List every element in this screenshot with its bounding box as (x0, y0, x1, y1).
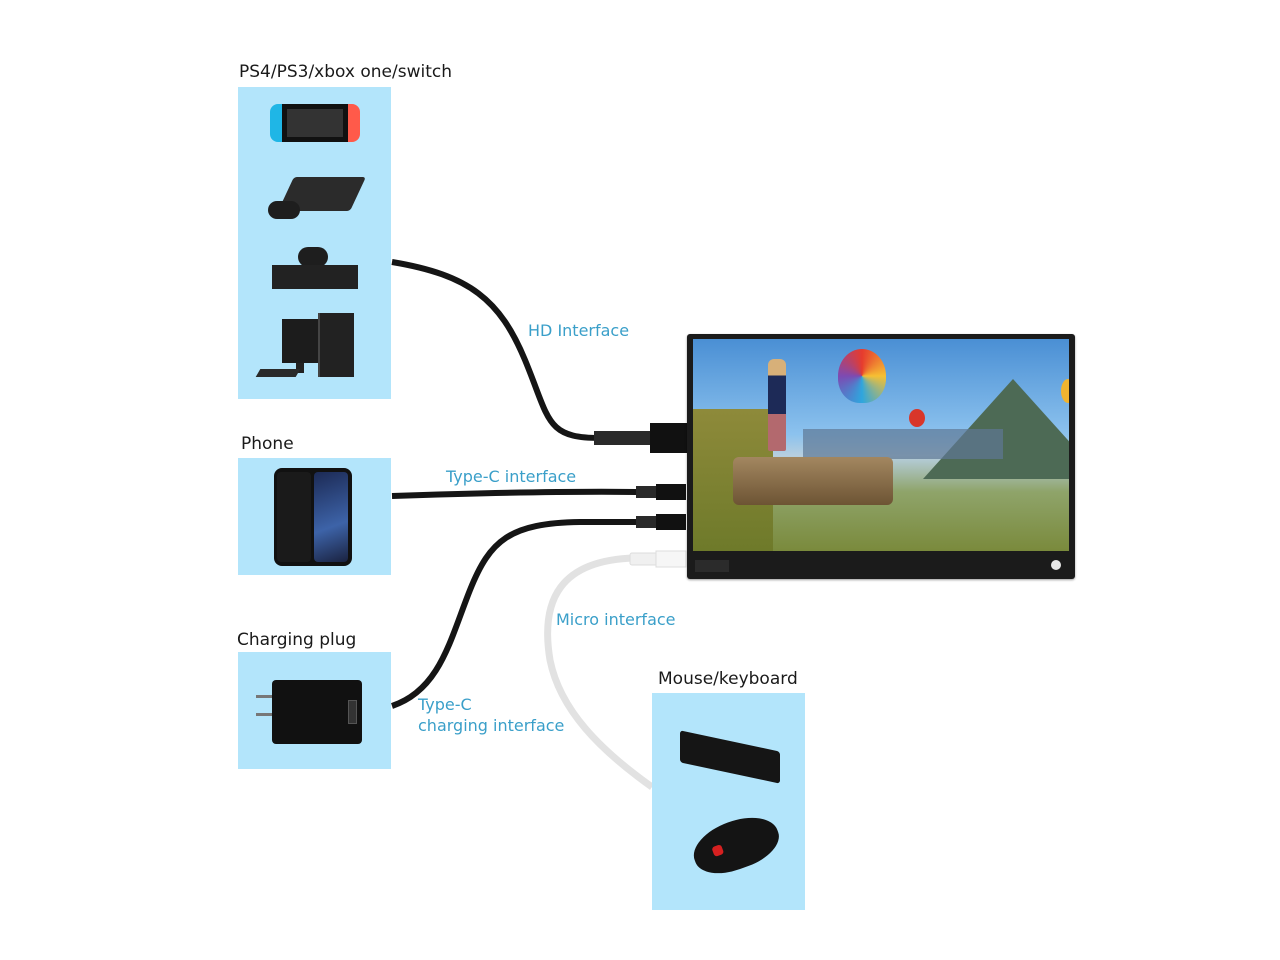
nintendo-switch-icon (270, 104, 362, 142)
hot-air-balloon-large (838, 349, 886, 403)
charging-cable (391, 519, 640, 709)
typec-connector (636, 486, 658, 498)
charger-prong-top (256, 695, 272, 698)
xbox-one-console-icon (272, 247, 358, 293)
hd-connector (594, 431, 652, 445)
phone-panel (238, 458, 391, 575)
charger-panel (238, 652, 391, 769)
keyboard-icon (680, 730, 780, 784)
consoles-panel (238, 87, 391, 399)
hot-air-balloon-small (909, 409, 925, 427)
mouse-icon (686, 807, 786, 883)
hot-air-balloon-edge (1061, 379, 1069, 403)
distant-hills (803, 429, 1003, 459)
charging-plug (656, 514, 686, 530)
smartphone-icon (274, 468, 352, 566)
consoles-group-label: PS4/PS3/xbox one/switch (239, 62, 452, 82)
input-panel (652, 693, 805, 910)
usb-port-icon (348, 700, 357, 724)
phone-group-label: Phone (241, 434, 294, 454)
typec-cable (391, 488, 641, 499)
charging-connector (636, 516, 658, 528)
charger-group-label: Charging plug (237, 630, 357, 650)
power-indicator-icon (1051, 560, 1061, 570)
desktop-pc-icon (255, 311, 358, 381)
monitor-buttons (695, 560, 729, 572)
micro-interface-label: Micro interface (556, 610, 676, 629)
charger-prong-bottom (256, 713, 272, 716)
micro-connector (629, 552, 659, 566)
charging-interface-label-line1: Type-C (418, 695, 472, 714)
usb-wall-charger-icon (272, 680, 362, 744)
ps3-console-icon (268, 175, 366, 229)
girl-figure (768, 359, 786, 451)
typec-plug (656, 484, 686, 500)
hd-plug (650, 423, 687, 453)
mouse-scroll-wheel (711, 844, 725, 857)
portable-monitor (687, 334, 1075, 579)
charging-interface-label-line2: charging interface (418, 716, 565, 735)
rock-cliff (733, 457, 893, 505)
hd-cable (391, 259, 650, 441)
typec-interface-label: Type-C interface (446, 467, 577, 486)
micro-plug (655, 550, 687, 568)
hd-interface-label: HD Interface (528, 321, 630, 340)
monitor-screen (693, 339, 1069, 551)
input-group-label: Mouse/keyboard (658, 669, 798, 689)
micro-cable (544, 554, 655, 790)
